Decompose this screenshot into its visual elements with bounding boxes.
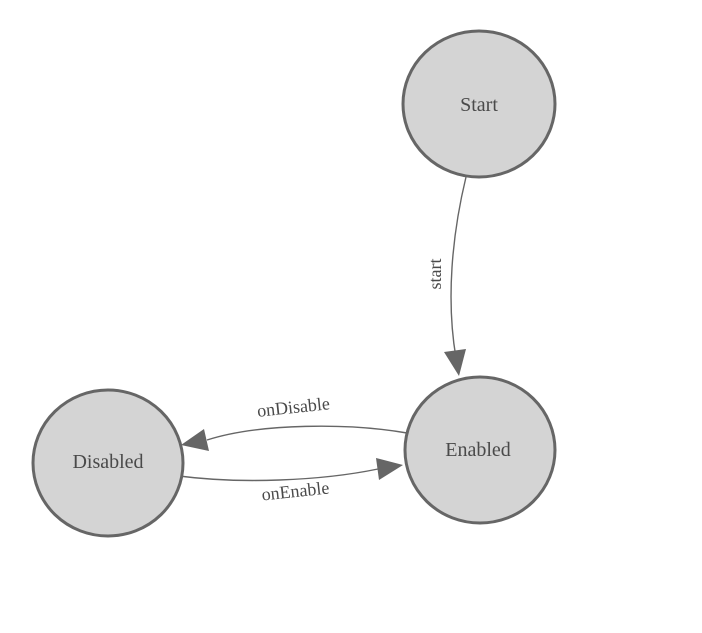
state-node-disabled: Disabled bbox=[31, 388, 185, 538]
edge-label-ondisable: onDisable bbox=[256, 393, 331, 421]
edge-enabled-to-disabled: onDisable bbox=[181, 393, 408, 451]
state-circle bbox=[401, 29, 557, 179]
arrowhead bbox=[181, 429, 209, 451]
state-label-disabled: Disabled bbox=[72, 451, 143, 473]
edge-label-onenable: onEnable bbox=[261, 478, 331, 505]
edge-disabled-to-enabled: onEnable bbox=[178, 458, 403, 505]
edge-line bbox=[178, 468, 379, 482]
state-circle bbox=[31, 388, 185, 538]
state-node-start: Start bbox=[401, 29, 557, 179]
edge-line bbox=[206, 425, 408, 441]
state-label-enabled: Enabled bbox=[445, 439, 511, 461]
state-node-enabled: Enabled bbox=[403, 375, 557, 525]
edge-line bbox=[450, 176, 467, 359]
arrowhead bbox=[376, 458, 403, 480]
edge-label-start: start bbox=[425, 259, 445, 290]
state-label-start: Start bbox=[460, 94, 498, 116]
state-circle bbox=[403, 375, 557, 525]
edge-start-to-enabled: start bbox=[425, 176, 467, 376]
arrowhead bbox=[444, 349, 466, 376]
